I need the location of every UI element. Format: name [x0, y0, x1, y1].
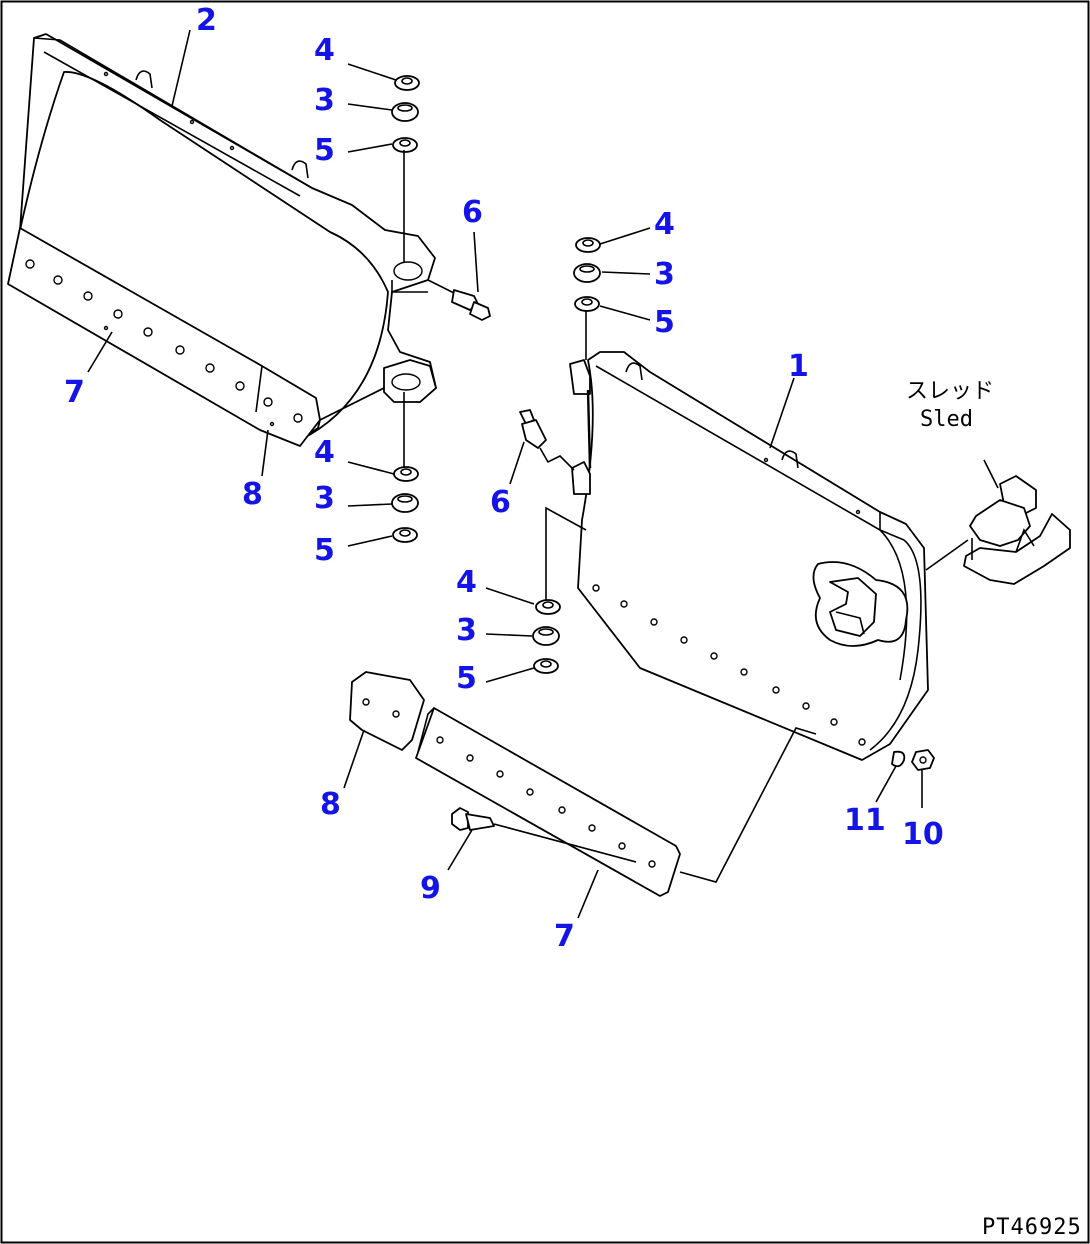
callout-9: 9 — [420, 871, 441, 906]
callout-8-right: 8 — [320, 787, 341, 822]
right-lower-washer-stack — [532, 506, 587, 674]
nut-and-washer — [891, 749, 935, 771]
right-upper-washer-stack — [573, 237, 601, 360]
callout-3-right-lower: 3 — [456, 613, 477, 648]
right-blade-assembly — [569, 351, 929, 761]
callout-3-left-upper: 3 — [314, 83, 335, 118]
callout-10: 10 — [902, 817, 944, 852]
leader-lines — [87, 29, 923, 919]
callout-5-right-upper: 5 — [654, 305, 675, 340]
callout-4-right-lower: 4 — [456, 565, 477, 600]
plow-bolt — [451, 807, 637, 863]
callout-5-left-upper: 5 — [314, 133, 335, 168]
callout-2: 2 — [196, 3, 217, 38]
right-cutting-edge — [415, 707, 681, 897]
callout-6-right: 6 — [490, 485, 511, 520]
callout-4-left-lower: 4 — [314, 435, 335, 470]
callout-4-right-upper: 4 — [654, 207, 675, 242]
left-cutting-edge — [7, 227, 321, 447]
sled-label-japanese: スレッド — [906, 379, 994, 404]
callout-5-right-lower: 5 — [456, 661, 477, 696]
left-upper-washer-stack — [391, 75, 420, 262]
left-grease-fitting — [427, 279, 491, 321]
callout-11: 11 — [844, 803, 886, 838]
callout-4-left-upper: 4 — [314, 33, 335, 68]
callout-7-right: 7 — [554, 919, 575, 954]
right-end-bit — [349, 671, 425, 751]
callout-labels: 2 4 3 5 6 7 8 4 3 5 4 3 5 1 6 4 3 5 8 9 … — [64, 3, 944, 954]
right-grease-fitting — [519, 409, 575, 471]
callout-3-left-lower: 3 — [314, 481, 335, 516]
callout-7-left: 7 — [64, 375, 85, 410]
sled-label-english: Sled — [920, 407, 973, 432]
left-lower-washer-stack — [391, 392, 419, 543]
drawing-code: PT46925 — [982, 1215, 1082, 1240]
right-blade — [577, 351, 929, 761]
callout-5-left-lower: 5 — [314, 533, 335, 568]
callout-6-left: 6 — [462, 195, 483, 230]
callout-8-left: 8 — [242, 477, 263, 512]
right-cutting-edge-parts — [349, 671, 817, 897]
callout-1: 1 — [788, 349, 809, 384]
callout-3-right-upper: 3 — [654, 257, 675, 292]
sled-assembly — [925, 459, 1071, 585]
left-blade-assembly — [7, 33, 437, 447]
